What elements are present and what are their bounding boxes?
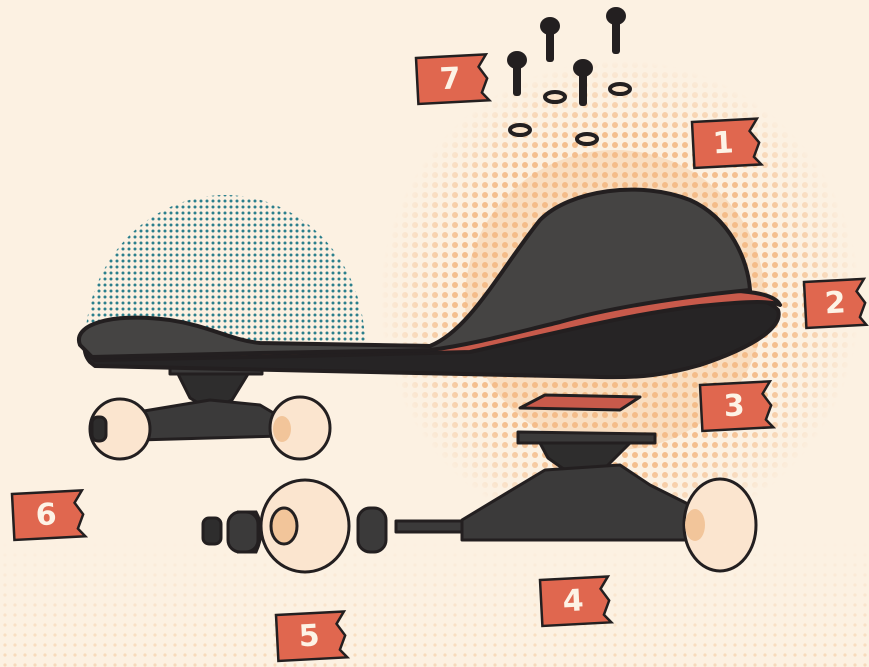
tag-label: 1 (712, 125, 735, 161)
nut (577, 134, 597, 144)
wheel-bearing-seat (271, 508, 297, 544)
bolt (540, 17, 560, 62)
tag-label: 5 (298, 618, 321, 654)
tag-7: 7 (416, 54, 489, 104)
tag-4: 4 (540, 576, 611, 626)
tag-label: 4 (562, 583, 585, 619)
bearing-right (358, 508, 386, 552)
tag-label: 6 (35, 497, 58, 533)
back-wheel-right (270, 397, 330, 459)
tag-5: 5 (276, 611, 347, 661)
back-wheel-left (90, 399, 150, 459)
nut (510, 125, 530, 135)
nut (610, 84, 630, 94)
nut (545, 92, 565, 102)
bolt (606, 7, 626, 54)
tag-label: 7 (439, 61, 462, 97)
axle-nut (203, 518, 221, 544)
tag-label: 3 (723, 388, 746, 424)
truck-axle (396, 521, 470, 532)
tag-2: 2 (804, 279, 866, 328)
front-wheel-right (684, 479, 756, 571)
riser-pad (520, 395, 640, 410)
tag-3: 3 (700, 381, 773, 431)
tag-6: 6 (12, 490, 85, 540)
tag-1: 1 (692, 118, 761, 167)
tag-label: 2 (824, 285, 847, 321)
